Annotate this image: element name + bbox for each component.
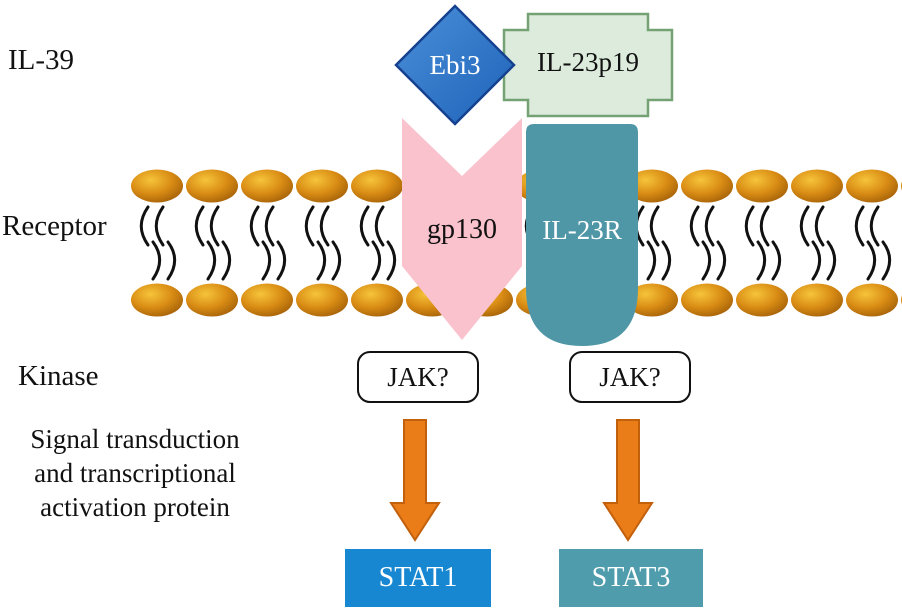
signal-label-line3: activation protein <box>40 492 230 522</box>
stat1-label: STAT1 <box>378 562 458 593</box>
il23r-receptor-shape <box>526 124 638 346</box>
ebi3-label: Ebi3 <box>429 49 481 80</box>
gp130-receptor-shape <box>402 118 522 340</box>
il23r-label: IL-23R <box>542 214 622 245</box>
jak-box-left: JAK? <box>357 351 479 403</box>
il23p19-subunit-shape <box>502 12 674 118</box>
signal-arrow-right <box>602 419 654 542</box>
gp130-label: gp130 <box>427 214 497 245</box>
row-label-signal-transduction: Signal transduction and transcriptional … <box>0 422 270 524</box>
row-label-receptor: Receptor <box>2 210 107 242</box>
signal-arrow-left <box>389 419 441 542</box>
row-label-kinase: Kinase <box>18 360 99 392</box>
stat1-box <box>345 549 491 607</box>
stat3-box <box>559 549 703 607</box>
il23p19-label: IL-23p19 <box>537 46 639 77</box>
signal-label-line2: and transcriptional <box>34 458 236 488</box>
jak-box-right: JAK? <box>569 351 691 403</box>
signal-label-line1: Signal transduction <box>30 424 240 454</box>
row-label-il39: IL-39 <box>8 44 75 76</box>
stat3-label: STAT3 <box>591 562 671 593</box>
ebi3-subunit-shape <box>394 4 516 126</box>
